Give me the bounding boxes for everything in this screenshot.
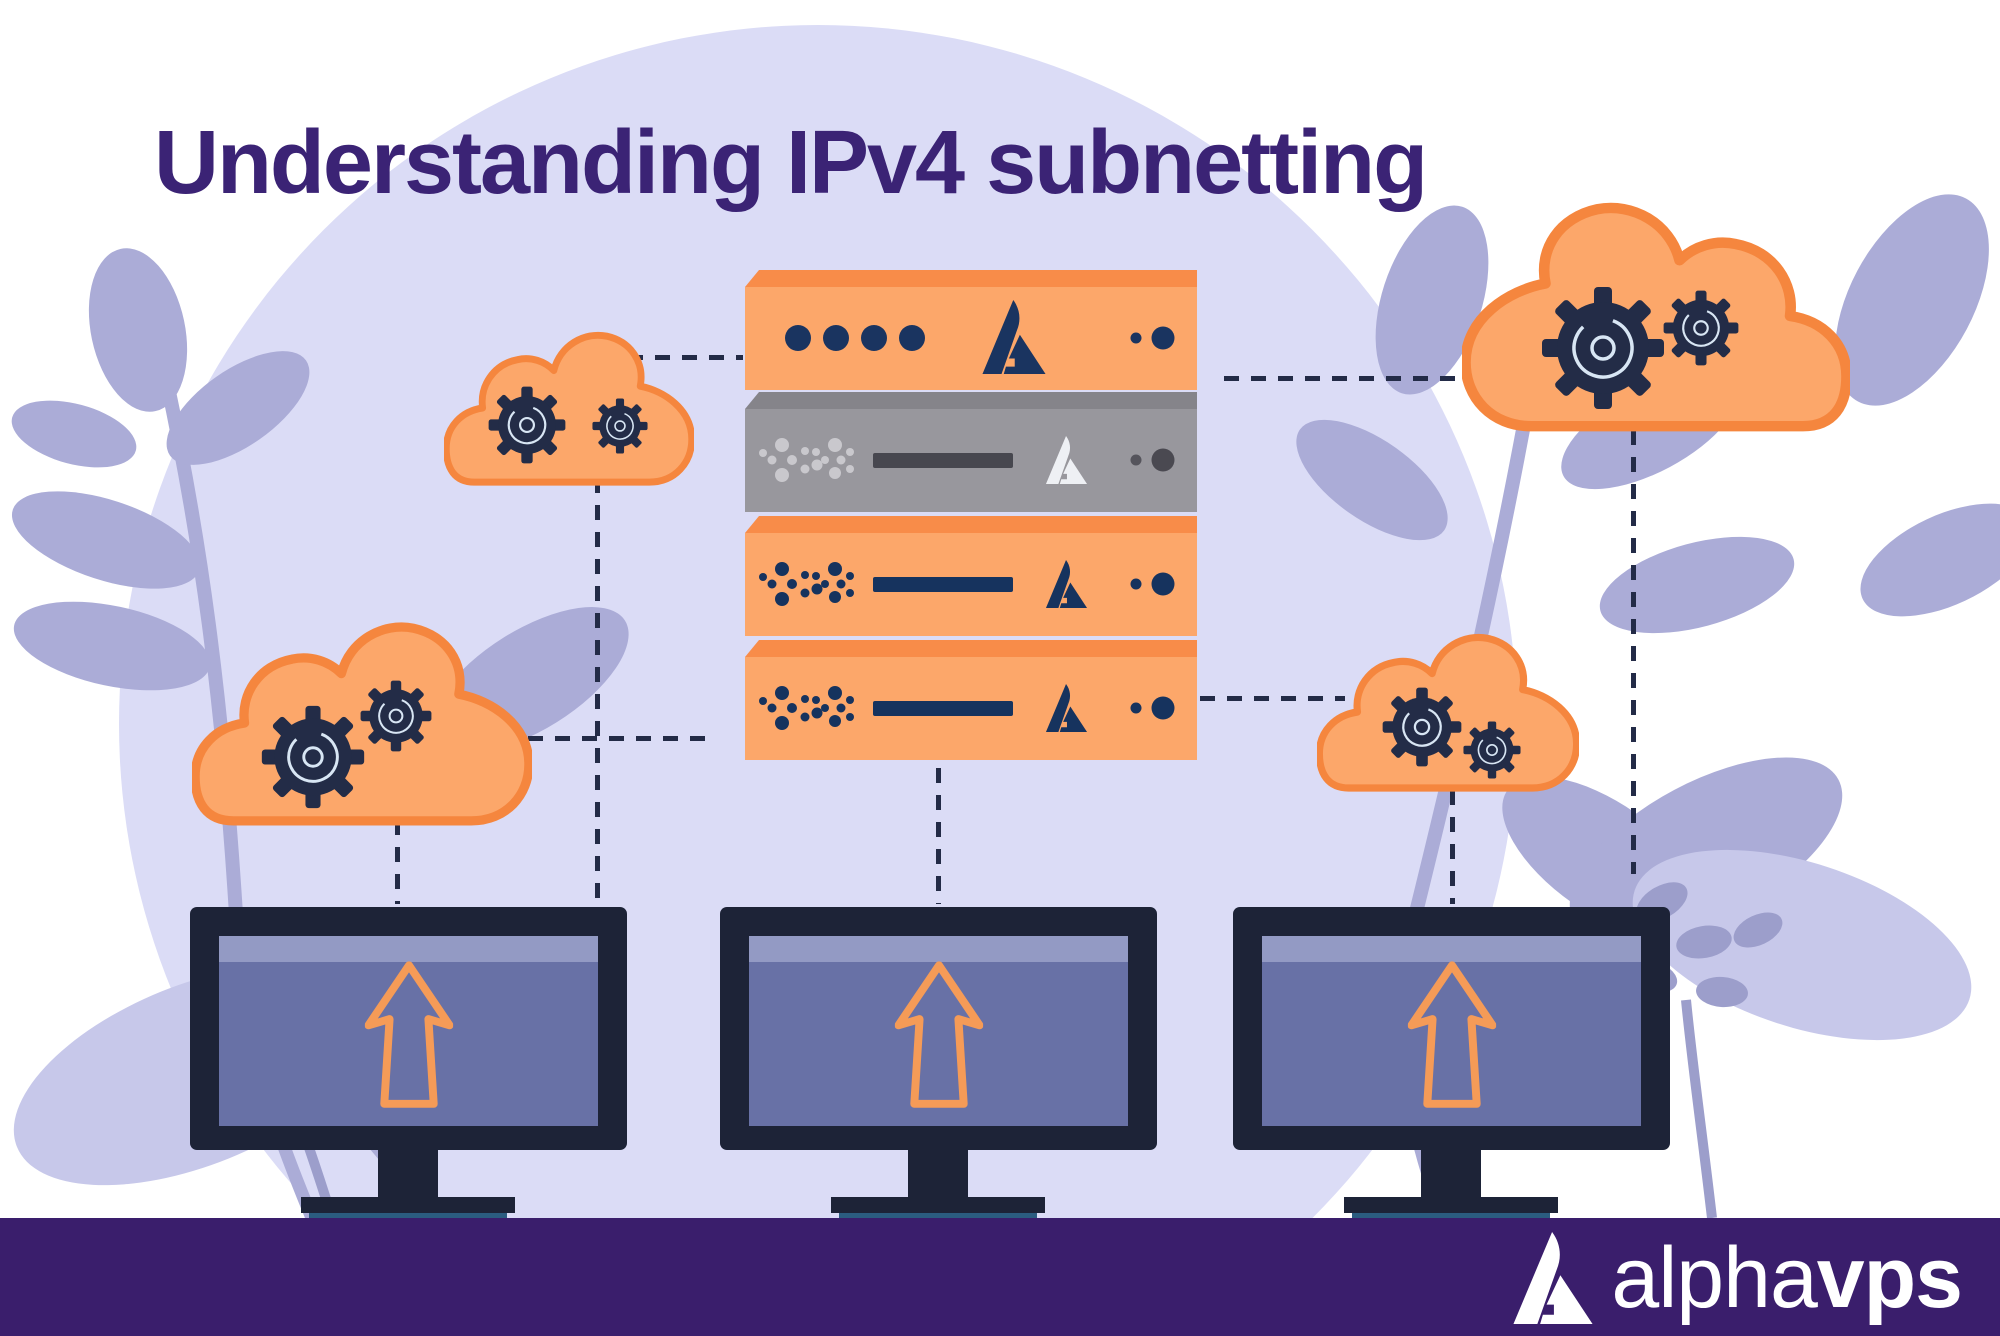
monitor-screen-glare [1262, 936, 1641, 962]
server-unit-3 [745, 516, 1197, 636]
gear-icon [1663, 290, 1739, 366]
connector-smallcloud-monitor1 [595, 478, 600, 902]
gear-icon [1382, 687, 1462, 767]
brand-logo: alphavps [1511, 1232, 1963, 1324]
brand-name-light: alpha [1611, 1230, 1817, 1326]
monitor-stand [378, 1150, 438, 1197]
server-slot [873, 701, 1013, 716]
server-front-face [745, 409, 1197, 512]
gear-icon [360, 680, 432, 752]
server-top-face [745, 392, 1197, 409]
brand-wordmark: alphavps [1611, 1235, 1963, 1321]
connector-leftcloud-server [528, 736, 712, 741]
monitor-base [1344, 1197, 1558, 1213]
server-top-face [745, 270, 1197, 287]
gear-icon [1463, 721, 1521, 779]
upload-arrow-icon [1406, 960, 1498, 1110]
server-led-dots-icon [785, 325, 925, 351]
server-unit-4 [745, 640, 1197, 760]
monitor-stand [1421, 1150, 1481, 1197]
server-front-face [745, 657, 1197, 760]
gear-icon [261, 705, 365, 809]
monitor-2 [720, 907, 1157, 1219]
monitor-base-shadow [839, 1213, 1037, 1219]
connector-smallcloud-server [628, 355, 743, 360]
monitor-stand [908, 1150, 968, 1197]
connector-server-bigcloud [1224, 376, 1464, 381]
alphavps-mark-icon [982, 300, 1046, 374]
server-slot [873, 577, 1013, 592]
gear-icon [488, 386, 566, 464]
connector-rightcloud-monitor3 [1450, 790, 1455, 904]
connector-server-rightcloud [1200, 696, 1345, 701]
server-front-face [745, 533, 1197, 636]
monitor-1 [190, 907, 627, 1219]
footer-bar: alphavps [0, 1218, 2000, 1336]
alphavps-mark-icon [1045, 684, 1088, 732]
alphavps-mark-icon [1513, 1232, 1593, 1324]
gear-icon [592, 398, 648, 454]
monitor-screen-glare [219, 936, 598, 962]
cloud-big-top-right [1462, 200, 1850, 432]
server-unit-2-gray [745, 392, 1197, 512]
server-dot-cluster-icon [759, 686, 854, 730]
monitor-screen [219, 936, 598, 1126]
alphavps-mark-icon [1045, 436, 1088, 484]
page-title: Understanding IPv4 subnetting [153, 113, 1428, 214]
alphavps-mark-icon [1045, 560, 1088, 608]
monitor-base-shadow [309, 1213, 507, 1219]
brand-name-bold: vps [1816, 1230, 1963, 1326]
server-top-face [745, 516, 1197, 533]
server-unit-1 [745, 270, 1197, 390]
connector-server-monitor2 [936, 768, 941, 904]
bottom-right-foliage-icon [1626, 849, 1972, 1219]
gear-icon [1541, 286, 1665, 410]
monitor-base [831, 1197, 1045, 1213]
cloud-left [192, 620, 532, 826]
cloud-small-upper [444, 330, 694, 486]
monitor-base-shadow [1352, 1213, 1550, 1219]
monitor-3 [1233, 907, 1670, 1219]
cloud-right [1317, 632, 1579, 792]
monitor-base [301, 1197, 515, 1213]
monitor-screen [1262, 936, 1641, 1126]
server-top-face [745, 640, 1197, 657]
server-dot-cluster-icon [759, 438, 854, 482]
server-front-face [745, 287, 1197, 390]
upload-arrow-icon [363, 960, 455, 1110]
connector-bigcloud-down [1631, 430, 1636, 874]
monitor-screen [749, 936, 1128, 1126]
server-slot [873, 453, 1013, 468]
connector-leftcloud-monitor1 [395, 820, 400, 904]
server-dot-cluster-icon [759, 562, 854, 606]
upload-arrow-icon [893, 960, 985, 1110]
monitor-screen-glare [749, 936, 1128, 962]
